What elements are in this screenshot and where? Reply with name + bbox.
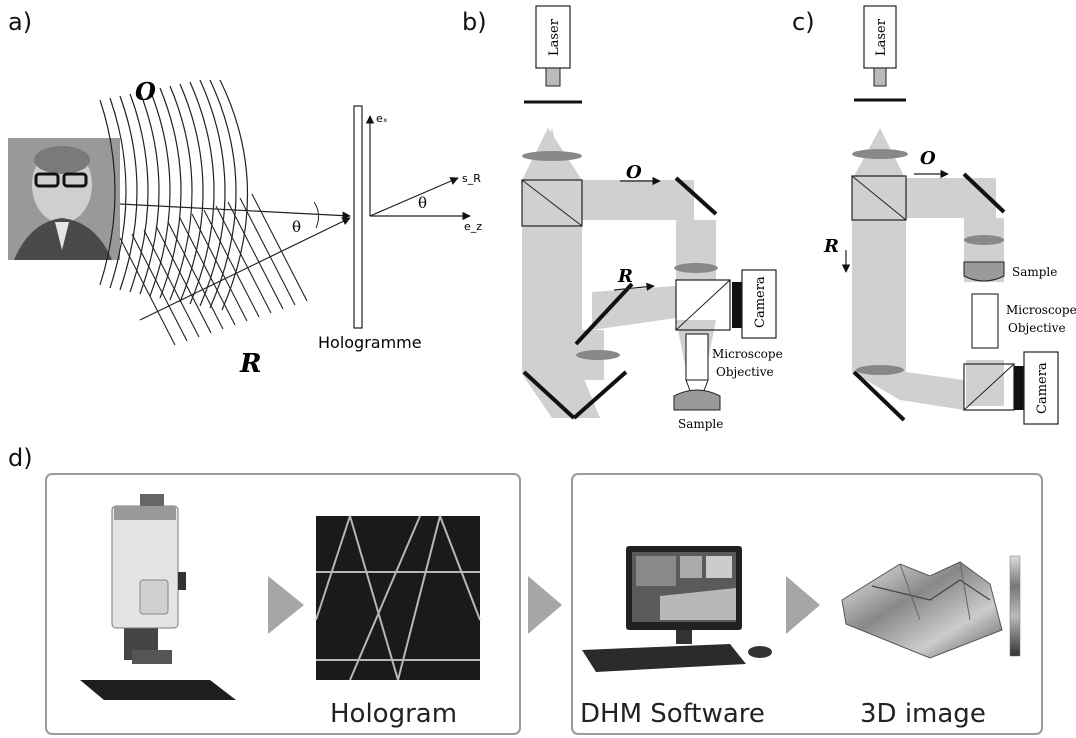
objective-label-c1: Microscope	[1006, 303, 1076, 317]
camera-label-c: Camera	[1035, 362, 1050, 414]
panel-a: a)	[8, 8, 482, 379]
object-wave-label-c: O	[920, 148, 936, 169]
sample-b	[673, 389, 721, 411]
panel-b: b) Laser O R	[462, 5, 783, 431]
object-ray	[119, 203, 351, 220]
panel-b-label: b)	[462, 8, 487, 36]
sample-label-c: Sample	[1012, 265, 1057, 279]
reference-wave-label-c: R	[823, 236, 839, 257]
mirror-c-top	[962, 172, 1006, 214]
sample-c	[963, 261, 1005, 282]
hologram-plate	[353, 105, 363, 329]
objective-b	[685, 333, 709, 381]
color-scale-bar	[1009, 555, 1021, 657]
mirror-b-ref	[574, 282, 634, 346]
axis-ex-label: eₓ	[376, 112, 388, 125]
panel-c-label: c)	[792, 8, 815, 36]
reference-wave-label-a: R	[239, 349, 262, 379]
hologram-label: Hologramme	[318, 333, 422, 352]
object-wavefronts	[99, 79, 249, 311]
panel-c: c) Laser O R Sample Microscope Objectiv	[792, 5, 1076, 425]
hologram-image	[315, 515, 481, 681]
computer-image	[582, 546, 772, 672]
laser-c	[863, 5, 897, 69]
objective-label-b1: Microscope	[712, 347, 783, 361]
object-wave-label-a: O	[135, 77, 156, 106]
laser-label-c: Laser	[874, 18, 889, 56]
panel-a-label: a)	[8, 8, 32, 36]
software-caption: DHM Software	[580, 699, 765, 729]
beam-splitter-c	[851, 175, 907, 221]
laser-b	[535, 5, 571, 69]
reference-wavefronts	[119, 193, 308, 346]
beam-paths-c	[852, 128, 1004, 410]
dhm-instrument-image	[80, 494, 236, 700]
beam-splitter-b	[521, 179, 583, 227]
angle-arc-left	[313, 201, 320, 229]
reference-wave-label-b: R	[617, 266, 633, 287]
angle-label-right: θ	[418, 194, 427, 212]
arrow-3	[786, 576, 820, 634]
image-caption: 3D image	[860, 699, 986, 729]
reference-ray	[139, 217, 351, 321]
hologram-caption: Hologram	[330, 699, 457, 729]
axis-sr-arrow	[369, 177, 459, 217]
objective-c	[971, 293, 999, 349]
panel-d-label: d)	[8, 444, 33, 472]
objective-label-c2: Objective	[1008, 321, 1066, 335]
axis-ez-label: e_z	[464, 220, 482, 233]
arrow-1	[268, 576, 304, 634]
camera-b	[741, 269, 777, 339]
camera-c	[1023, 351, 1059, 425]
panel-d: d) Holo	[8, 444, 1043, 735]
mirror-c-bottom	[852, 370, 906, 422]
beam-splitter-b2	[675, 279, 731, 331]
arrow-2	[528, 576, 562, 634]
angle-label-left: θ	[292, 218, 301, 236]
mirror-b-right	[572, 370, 628, 420]
objective-label-b2: Objective	[716, 365, 774, 379]
laser-label-b: Laser	[547, 18, 562, 56]
axis-sr-label: s_R	[462, 172, 481, 185]
camera-label-b: Camera	[753, 276, 768, 328]
portrait-photo	[8, 138, 120, 260]
3d-surface-image	[841, 561, 1003, 659]
object-wave-label-b: O	[626, 162, 642, 183]
mirror-b-left	[522, 370, 576, 420]
mirror-b-top	[674, 176, 718, 216]
beam-paths-b	[522, 128, 716, 418]
sample-label-b: Sample	[678, 417, 723, 431]
